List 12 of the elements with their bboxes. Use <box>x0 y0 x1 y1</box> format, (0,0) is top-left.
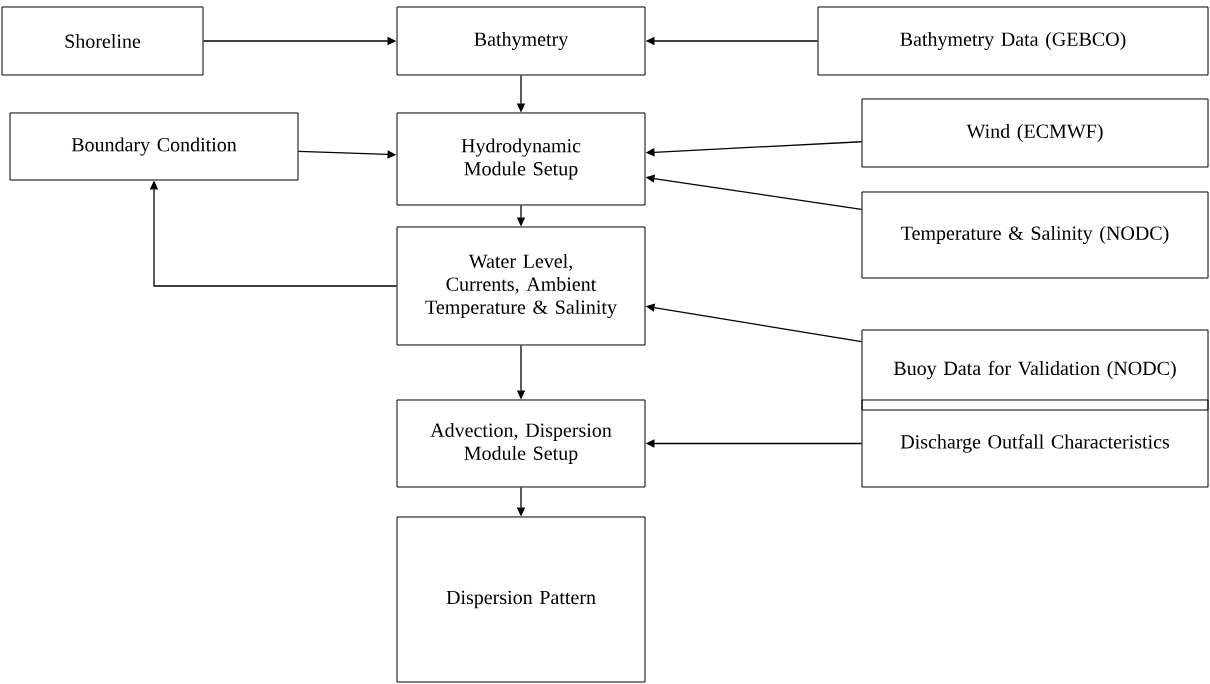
process-box: Hydrodynamic Module Setup <box>396 112 646 206</box>
process-box: Advection, Dispersion Module Setup <box>396 399 646 488</box>
process-box: Buoy Data for Validation (NODC) <box>861 329 1209 411</box>
process-box: Temperature & Salinity (NODC) <box>861 191 1209 279</box>
process-box: Dispersion Pattern <box>396 516 646 683</box>
process-box: Boundary Condition <box>9 112 299 181</box>
process-box: Bathymetry <box>396 6 646 76</box>
process-box: Bathymetry Data (GEBCO) <box>817 6 1209 76</box>
process-box: Water Level, Currents, Ambient Temperature & Salinity <box>396 226 646 346</box>
process-box: Discharge Outfall Characteristics <box>861 399 1209 488</box>
process-box: Wind (ECMWF) <box>861 98 1209 168</box>
process-box: Shoreline <box>1 6 204 76</box>
